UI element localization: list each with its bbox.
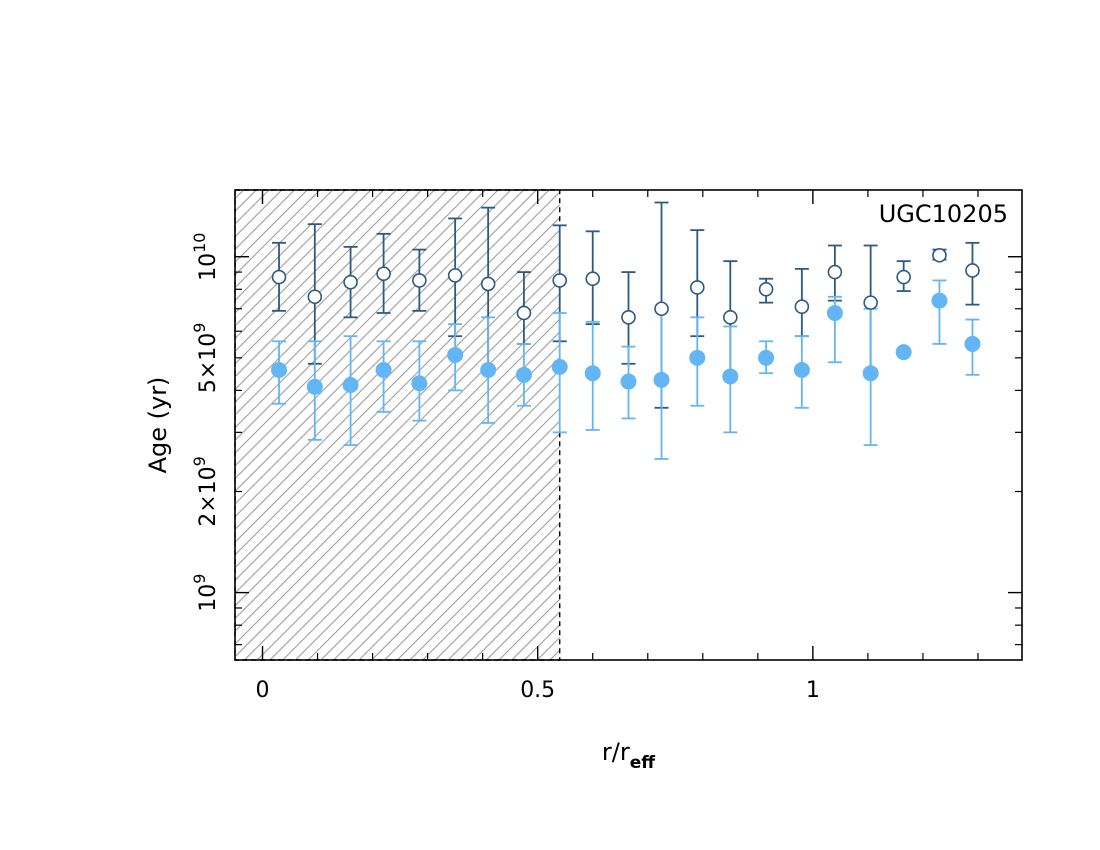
- y-tick-label-exponent: 10: [190, 233, 209, 253]
- y-tick-label-exponent: 9: [190, 456, 209, 466]
- shaded-region: [235, 190, 560, 660]
- x-axis-label-sub: eff: [630, 753, 656, 773]
- data-point-open: [552, 273, 568, 288]
- data-point-open: [307, 289, 323, 305]
- y-tick-label: 2×109: [190, 456, 221, 527]
- data-point-filled: [411, 375, 428, 392]
- data-point-open: [689, 280, 705, 295]
- data-point-open: [827, 264, 843, 280]
- y-axis-label: Age (yr): [144, 377, 172, 474]
- data-point-filled: [895, 344, 912, 361]
- y-tick-label-base: 10: [196, 584, 221, 612]
- data-point-open: [654, 301, 669, 317]
- y-tick-label-exponent: 9: [190, 574, 209, 584]
- x-tick-label: 1: [806, 678, 820, 703]
- x-tick-label: 0.5: [520, 678, 555, 703]
- data-point-filled: [964, 335, 981, 352]
- data-point-filled: [758, 349, 775, 366]
- data-point-open: [376, 266, 391, 282]
- data-point-open: [447, 268, 463, 283]
- y-tick-label-base: 10: [196, 253, 221, 281]
- data-point-filled: [342, 377, 359, 394]
- data-point-open: [863, 295, 878, 310]
- data-point-filled: [306, 378, 323, 395]
- y-tick-label: 5×109: [190, 323, 221, 394]
- data-point-filled: [551, 358, 568, 375]
- y-tick-label-exponent: 9: [190, 323, 209, 333]
- data-point-layer: [271, 247, 981, 395]
- data-point-filled: [931, 292, 948, 309]
- y-tick-label-base: 5×10: [196, 333, 221, 393]
- data-point-filled: [515, 366, 532, 383]
- annotation-label: UGC10205: [879, 200, 1008, 228]
- plot-frame: [234, 189, 1023, 661]
- data-point-filled: [826, 304, 843, 321]
- tick-layer: [235, 190, 1022, 660]
- x-tick-label: 0: [256, 678, 270, 703]
- data-point-filled: [271, 361, 288, 378]
- data-point-open: [516, 305, 532, 321]
- data-point-open: [932, 247, 947, 263]
- y-tick-label-base: 2×10: [196, 466, 221, 526]
- data-point-filled: [620, 373, 637, 390]
- data-point-filled: [584, 365, 601, 382]
- data-point-filled: [653, 371, 670, 388]
- data-point-filled: [862, 365, 879, 382]
- data-point-open: [794, 299, 810, 314]
- data-point-open: [965, 263, 980, 278]
- data-point-open: [758, 281, 774, 297]
- data-point-open: [723, 310, 738, 325]
- x-axis-label: r/reff: [602, 738, 655, 773]
- y-tick-label: 109: [190, 574, 221, 612]
- y-tick-label: 1010: [190, 233, 221, 281]
- data-point-filled: [375, 361, 392, 378]
- data-point-open: [271, 269, 287, 285]
- data-point-open: [621, 310, 636, 325]
- data-point-open: [896, 269, 911, 285]
- data-point-filled: [689, 349, 706, 366]
- data-point-open: [585, 271, 601, 287]
- shaded-region-layer: [234, 189, 561, 661]
- data-point-open: [480, 276, 496, 292]
- data-point-open: [412, 273, 427, 288]
- data-point-filled: [447, 346, 464, 363]
- x-axis-label-base: r/r: [602, 738, 630, 766]
- data-point-filled: [793, 361, 810, 378]
- data-point-filled: [722, 368, 739, 385]
- data-point-filled: [480, 361, 497, 378]
- data-point-open: [343, 274, 358, 290]
